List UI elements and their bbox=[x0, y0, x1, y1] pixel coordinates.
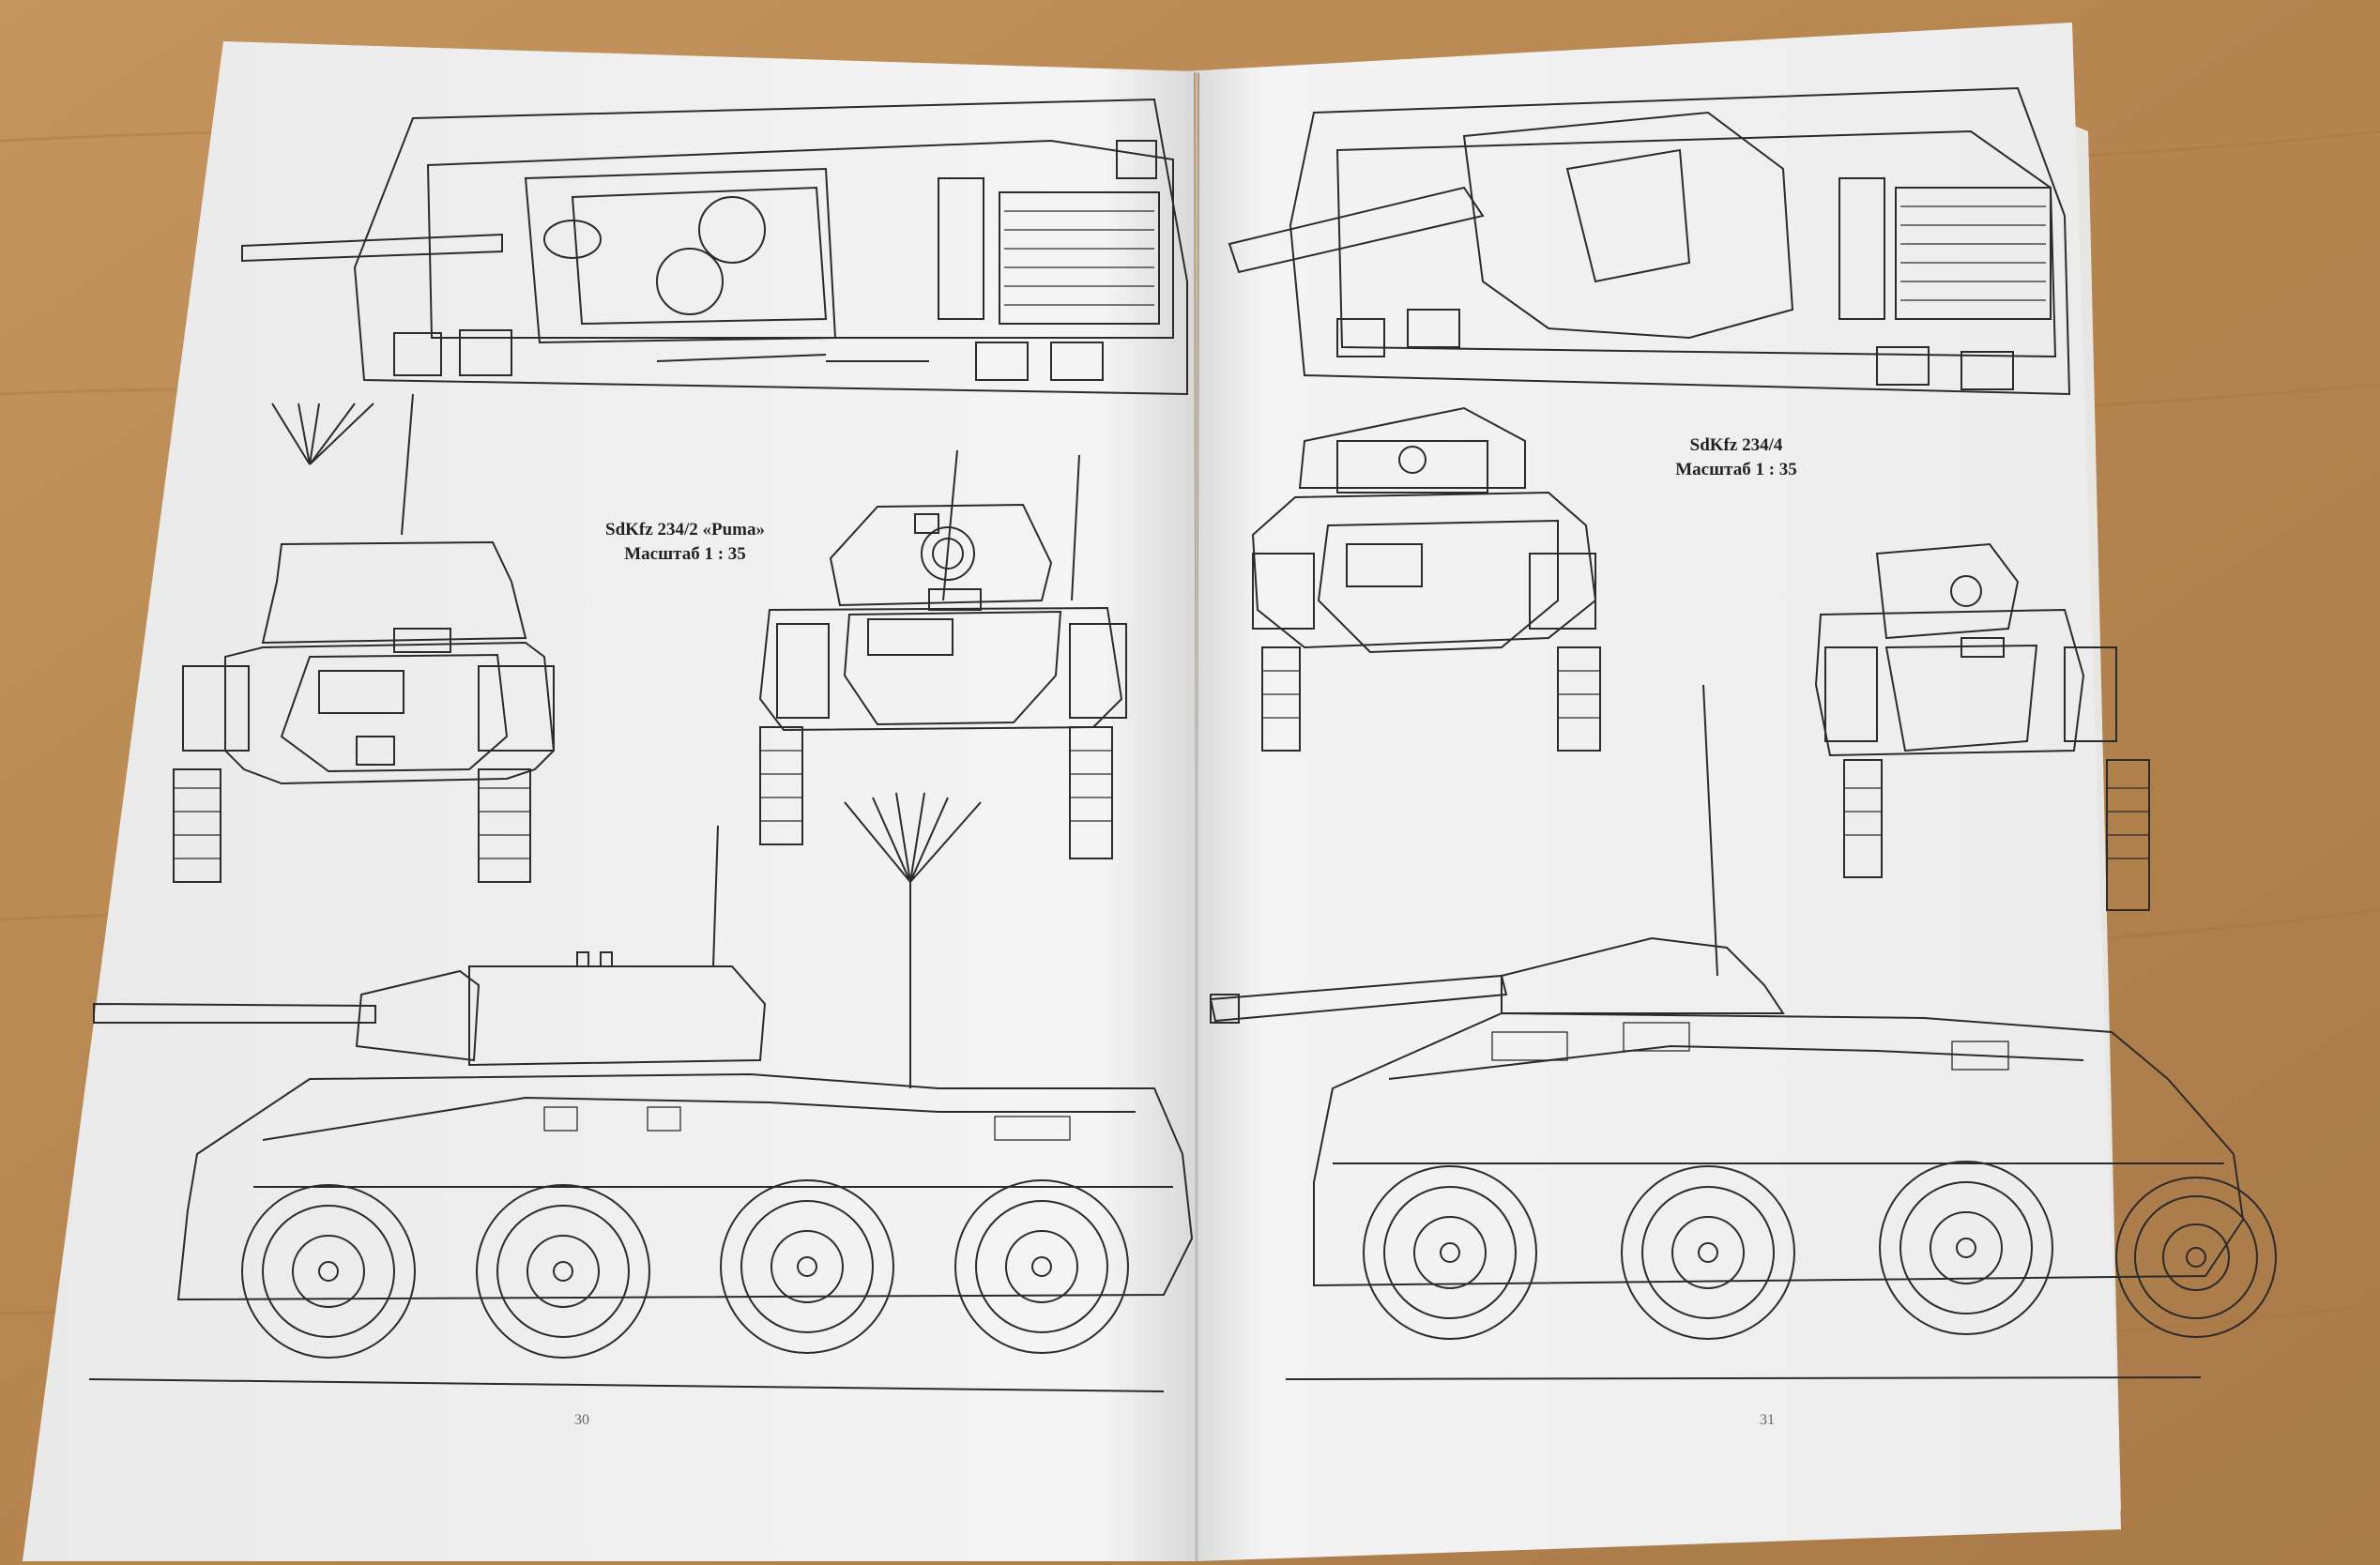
right-page bbox=[1184, 23, 2121, 1561]
right-top-view-drawing bbox=[1228, 86, 2071, 396]
left-page-number: 30 bbox=[574, 1412, 589, 1428]
left-page bbox=[23, 41, 1197, 1561]
right-baseline bbox=[1285, 1376, 2202, 1380]
left-caption-scale: Масштаб 1 : 35 bbox=[624, 544, 746, 564]
right-caption-scale: Масштаб 1 : 35 bbox=[1675, 460, 1797, 479]
right-front-view-drawing bbox=[1251, 406, 1601, 752]
left-baseline bbox=[88, 1378, 1165, 1392]
right-caption-title: SdKfz 234/4 bbox=[1689, 435, 1783, 455]
left-front-view-drawing bbox=[173, 393, 556, 883]
right-page-number: 31 bbox=[1760, 1412, 1775, 1428]
right-caption: SdKfz 234/4 Масштаб 1 : 35 bbox=[1642, 433, 1830, 482]
left-wheels bbox=[241, 1179, 1129, 1359]
left-caption-title: SdKfz 234/2 «Puma» bbox=[605, 520, 765, 539]
right-rear-view-drawing bbox=[1702, 542, 2150, 977]
left-side-view-drawing bbox=[93, 825, 1194, 1301]
right-side-view-drawing bbox=[1209, 936, 2245, 1287]
left-top-view-drawing bbox=[241, 98, 1188, 396]
left-rear-view-drawing bbox=[758, 449, 1127, 1088]
right-wheels bbox=[1363, 1161, 2277, 1340]
left-caption: SdKfz 234/2 «Puma» Масштаб 1 : 35 bbox=[572, 518, 798, 567]
